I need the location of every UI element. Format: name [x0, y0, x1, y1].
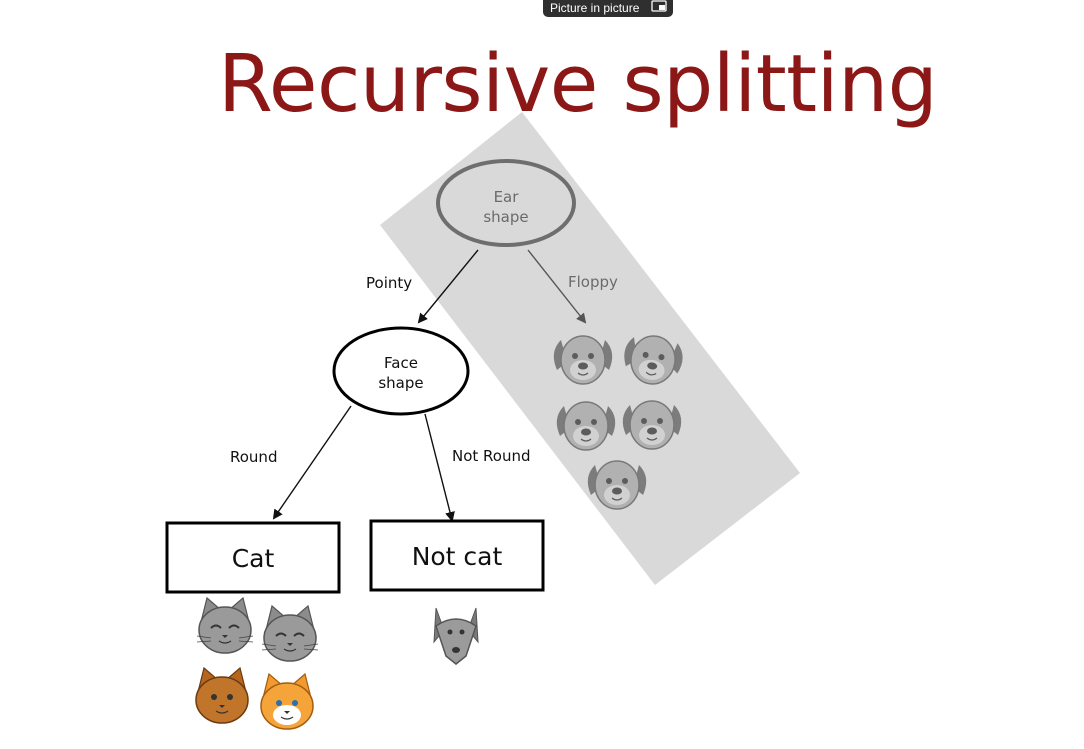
leaf-not-cat: [369, 519, 545, 592]
edge-label-pointy: Pointy: [366, 274, 412, 292]
picture-in-picture-button[interactable]: Picture in picture: [543, 0, 673, 17]
cat-leaf-images: [195, 597, 319, 730]
cat-image: [195, 666, 249, 724]
cat-image: [261, 605, 319, 662]
picture-in-picture-label: Picture in picture: [550, 0, 640, 15]
edge-not-round: [424, 413, 455, 522]
dog-image: [433, 607, 479, 665]
edge-floppy: [527, 249, 587, 324]
edge-label-floppy: Floppy: [568, 273, 618, 291]
root-node-label-line2: shape: [483, 208, 528, 226]
face-node-label-line1: Face: [384, 354, 418, 372]
face-shape-node: [332, 326, 470, 416]
slide-title: Recursive splitting: [218, 38, 938, 130]
root-node-label-line1: Ear: [494, 188, 520, 206]
edge-pointy: [417, 249, 479, 324]
cat-image: [196, 597, 254, 654]
edge-label-round: Round: [230, 448, 277, 466]
leaf-cat: [165, 521, 341, 594]
picture-in-picture-icon: [651, 0, 667, 12]
not-cat-leaf-images: [433, 607, 479, 665]
leaf-cat-label: Cat: [232, 544, 275, 573]
root-node: [436, 159, 576, 247]
leaf-not-cat-label: Not cat: [412, 542, 503, 571]
edge-round: [272, 405, 352, 520]
cat-image: [260, 672, 314, 730]
edge-label-not-round: Not Round: [452, 447, 531, 465]
face-node-label-line2: shape: [378, 374, 423, 392]
